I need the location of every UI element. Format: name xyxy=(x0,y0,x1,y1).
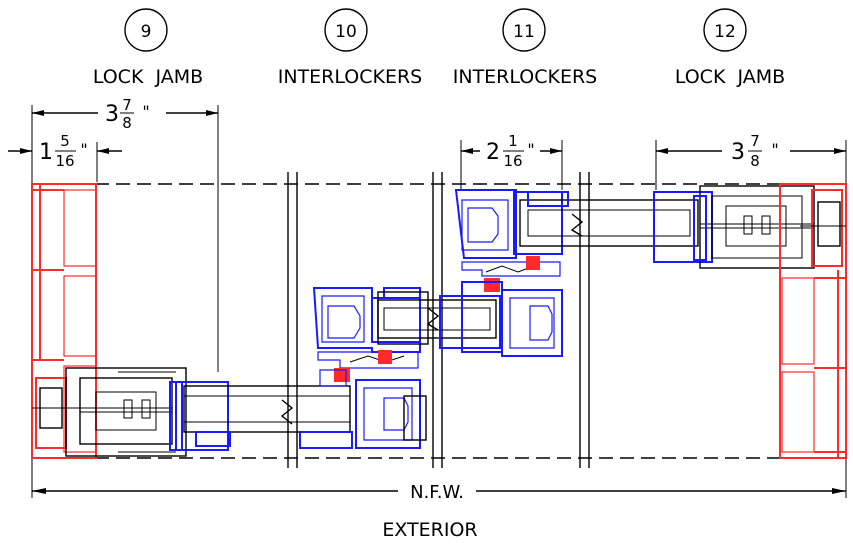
dimension-numerator: 1 xyxy=(508,132,518,150)
dimension-whole: 1 xyxy=(39,140,53,165)
dimension-right-overall: 3 7 8 " xyxy=(655,132,847,190)
dimension-inch-mark: " xyxy=(80,140,87,159)
callout-12: 12 LOCK JAMB xyxy=(675,8,785,88)
dimension-denominator: 16 xyxy=(55,152,74,170)
track-dividers xyxy=(287,172,590,468)
dimension-numerator: 5 xyxy=(60,132,70,150)
dimension-whole: 3 xyxy=(105,102,119,127)
callout-circle xyxy=(124,8,168,52)
interlocker-11 xyxy=(454,189,563,357)
dimension-denominator: 16 xyxy=(503,152,522,170)
callout-number: 10 xyxy=(335,22,357,42)
dimension-inch-mark: " xyxy=(527,140,534,159)
dimension-denominator: 8 xyxy=(750,152,760,170)
callout-9: 9 LOCK JAMB xyxy=(93,8,203,88)
callout-caption: INTERLOCKERS xyxy=(453,66,598,88)
nfw-label: N.F.W. xyxy=(410,482,464,503)
callout-number: 11 xyxy=(513,22,535,42)
dimension-nfw: N.F.W. xyxy=(32,482,846,503)
left-lock-stile xyxy=(65,367,187,457)
callout-circle xyxy=(703,8,747,52)
callout-caption: LOCK JAMB xyxy=(675,66,785,88)
right-lock-stile xyxy=(693,185,815,269)
dimension-inch-mark: " xyxy=(142,102,149,121)
callout-11: 11 INTERLOCKERS xyxy=(453,8,598,88)
callout-circle xyxy=(324,8,368,52)
callout-number: 9 xyxy=(141,22,152,42)
left-frame-jamb xyxy=(31,183,97,459)
dimension-whole: 3 xyxy=(731,140,745,165)
callout-caption: LOCK JAMB xyxy=(93,66,203,88)
dimension-numerator: 7 xyxy=(122,96,132,114)
exterior-label: EXTERIOR xyxy=(382,519,477,541)
callout-10: 10 INTERLOCKERS xyxy=(278,8,423,88)
dimension-left-small: 1 5 16 " xyxy=(8,132,122,182)
callout-number: 12 xyxy=(714,22,736,42)
dimension-inch-mark: " xyxy=(771,140,778,159)
right-frame-jamb xyxy=(779,183,847,459)
middle-panel xyxy=(377,295,501,349)
interlocker-10 xyxy=(312,287,429,449)
left-panel xyxy=(175,381,353,451)
callout-caption: INTERLOCKERS xyxy=(278,66,423,88)
dimension-whole: 2 xyxy=(486,140,500,165)
right-panel xyxy=(519,191,713,263)
callout-circle xyxy=(502,8,546,52)
dimension-left-overall: 3 7 8 " xyxy=(31,96,219,372)
dimension-interlock: 2 1 16 " xyxy=(460,132,563,190)
dimension-denominator: 8 xyxy=(122,114,132,132)
dimension-numerator: 7 xyxy=(750,132,760,150)
